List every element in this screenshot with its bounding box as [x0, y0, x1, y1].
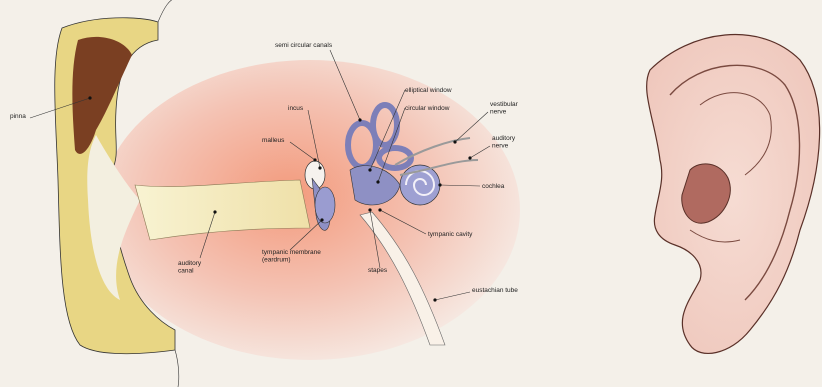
cochlea-pointer-dot: [438, 183, 441, 186]
incus-label: incus: [288, 105, 304, 112]
vestibular-nerve-pointer-dot: [453, 140, 456, 143]
pinna-pointer-dot: [88, 96, 91, 99]
circular-window-pointer-dot: [376, 180, 379, 183]
stapes-label: stapes: [368, 267, 388, 274]
tympanic-membrane-pointer-dot: [320, 218, 323, 221]
elliptical-window-label: elliptical window: [405, 87, 452, 94]
ossicle-chain: [315, 187, 335, 223]
cochlea-label: cochlea: [482, 183, 505, 190]
eustachian-tube-label: eustachian tube: [472, 287, 518, 294]
incus-pointer-dot: [318, 166, 321, 169]
tympanic-cavity-label: tympanic cavity: [428, 231, 473, 238]
elliptical-window-pointer-dot: [368, 168, 371, 171]
auditory-canal-pointer-dot: [213, 210, 216, 213]
stapes-pointer-dot: [368, 208, 371, 211]
eustachian-tube-pointer-dot: [433, 298, 436, 301]
malleus-pointer-dot: [313, 158, 316, 161]
malleus-label: malleus: [262, 137, 285, 144]
auditory-nerve-pointer-dot: [468, 156, 471, 159]
semicircular-canals-pointer-dot: [358, 118, 361, 121]
outer-ear-drawing: [647, 35, 820, 354]
tympanic-cavity-pointer-dot: [378, 208, 381, 211]
semicircular-canals-label: semi circular canals: [275, 42, 333, 49]
circular-window-label: circular window: [405, 105, 450, 112]
pinna-label: pinna: [10, 113, 26, 120]
